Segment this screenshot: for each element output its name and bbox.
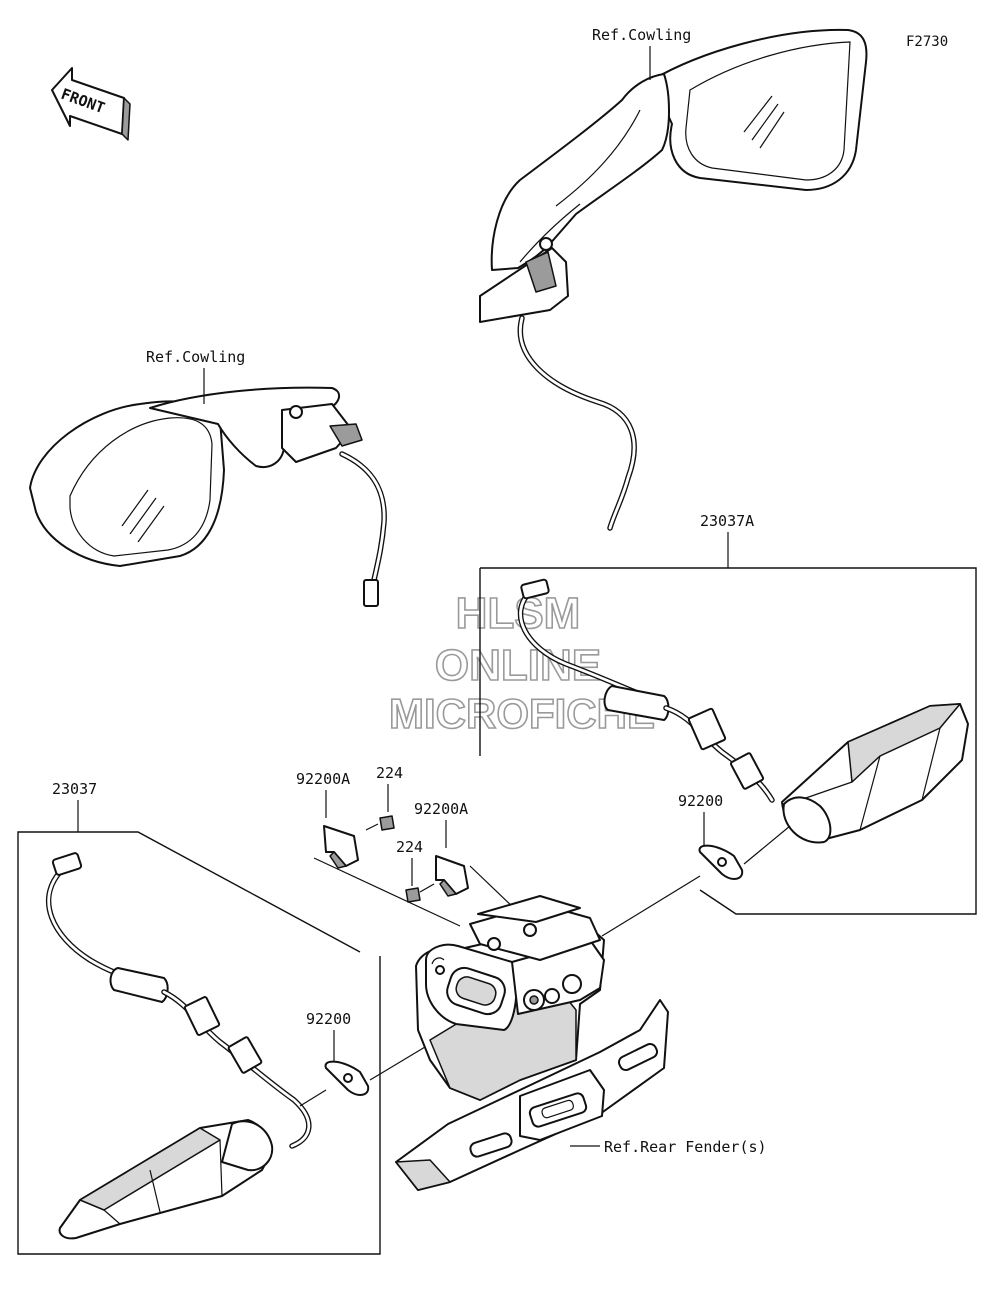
- label-224-2: 224: [396, 838, 423, 856]
- label-224-1: 224: [376, 764, 403, 782]
- label-ref-cowling-left: Ref.Cowling: [146, 348, 245, 366]
- label-ref-cowling-upper: Ref.Cowling: [592, 26, 691, 44]
- figure-code: F2730: [906, 34, 948, 50]
- label-92200-left: 92200: [306, 1010, 351, 1028]
- label-92200-right: 92200: [678, 792, 723, 810]
- label-92200A-2: 92200A: [414, 800, 468, 818]
- left-mirror-assembly: Ref.Cowling: [29, 348, 387, 607]
- label-23037: 23037: [52, 780, 97, 798]
- right-turn-signal-group: 23037A 92200: [479, 512, 977, 937]
- right-mirror-assembly: Ref.Cowling: [479, 26, 868, 531]
- label-23037A: 23037A: [700, 512, 754, 530]
- watermark: HLSM ONLINE MICROFICHE: [388, 588, 656, 738]
- rear-fender-assembly: Ref.Rear Fender(s): [395, 895, 767, 1191]
- mounting-hardware: 92200A 224 92200A 224: [296, 764, 517, 927]
- label-92200A-1: 92200A: [296, 770, 350, 788]
- left-turn-signal-group: 23037 92200: [17, 780, 471, 1255]
- front-arrow-icon: FRONT: [51, 67, 131, 141]
- label-ref-rear-fender: Ref.Rear Fender(s): [604, 1138, 767, 1156]
